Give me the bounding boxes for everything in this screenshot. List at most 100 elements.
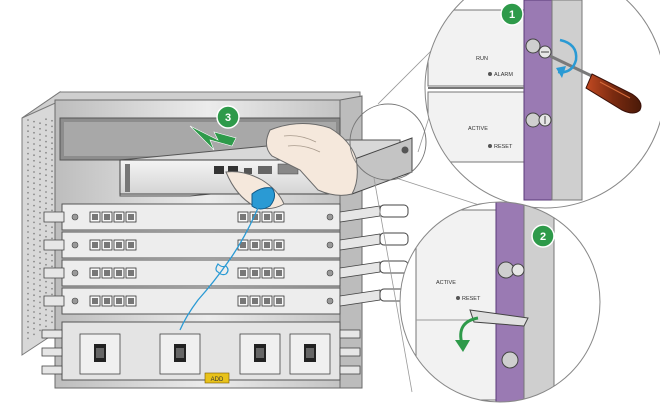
perforation-hole [33, 215, 35, 218]
perforation-hole [33, 327, 35, 330]
perforation-hole [27, 259, 29, 261]
psu-handle [41, 365, 63, 375]
perforation-hole [45, 230, 47, 233]
perforation-hole [39, 279, 41, 281]
detail1-reset-label: RESET [494, 144, 513, 150]
perforation-hole [33, 260, 35, 263]
perforation-hole [51, 175, 53, 178]
perforation-hole [27, 191, 29, 194]
perforation-hole [45, 263, 47, 266]
perforation-hole [33, 165, 35, 168]
perforation-hole [45, 118, 47, 121]
perforation-hole [39, 155, 41, 158]
esd-wrist-strap [179, 187, 276, 331]
perforation-hole [33, 199, 35, 201]
sfp-port-interior [264, 242, 270, 248]
card-handle-right [339, 205, 381, 223]
perforation-hole [39, 127, 41, 130]
esd-strap-band [251, 187, 276, 210]
perforation-hole [45, 157, 47, 160]
perforation-hole [45, 123, 47, 126]
sfp-port-interior [128, 270, 134, 276]
psu-tag-text: ADD [211, 377, 224, 383]
sfp-port-interior [104, 214, 110, 220]
sfp-port-interior [276, 242, 282, 248]
perforation-hole [51, 237, 53, 240]
sfp-port-interior [116, 270, 122, 276]
perforation-hole [27, 281, 29, 284]
perforation-hole [51, 125, 53, 128]
sfp-port-interior [264, 270, 270, 276]
perforation-hole [39, 178, 41, 181]
perforation-hole [51, 282, 53, 285]
detail2-reset-label: RESET [462, 296, 481, 302]
perforation-hole [39, 206, 41, 209]
sfp-port-interior [128, 214, 134, 220]
sfp-port-interior [92, 270, 98, 276]
perforation-hole [27, 253, 29, 256]
perforation-hole [27, 231, 29, 233]
perforation-hole [45, 191, 47, 193]
card-handle-left [43, 295, 65, 307]
perforation-hole [27, 331, 29, 334]
perforation-hole [33, 316, 35, 319]
perforation-hole [45, 319, 47, 322]
perforation-hole [39, 122, 41, 125]
sfp-port-interior [92, 242, 98, 248]
perforation-hole [39, 273, 41, 276]
perforation-hole [33, 283, 35, 285]
perforation-hole [45, 185, 47, 188]
perforation-hole [33, 277, 35, 280]
perforation-hole [45, 325, 47, 328]
perforation-hole [27, 130, 29, 133]
perforation-hole [51, 198, 53, 201]
perforation-hole [45, 308, 47, 311]
psu-inlet-pins [256, 348, 264, 358]
perforation-hole [45, 135, 47, 137]
perforation-hole [33, 294, 35, 297]
sfp-port-interior [116, 214, 122, 220]
perforation-hole [51, 142, 53, 145]
sfp-port-interior [252, 298, 258, 304]
perforation-hole [39, 167, 41, 169]
perforation-hole [45, 280, 47, 283]
psu-tag [204, 372, 230, 384]
perforation-hole [27, 298, 29, 301]
perforation-hole [45, 291, 47, 294]
perforation-hole [45, 235, 47, 238]
perforation-hole [27, 147, 29, 149]
psu-inlet-pins [306, 348, 314, 358]
sfp-port-interior [240, 214, 246, 220]
perforation-hole [33, 232, 35, 235]
perforation-pattern [27, 118, 53, 340]
sfp-port-interior [252, 214, 258, 220]
perforation-hole [39, 161, 41, 164]
step-number: 1 [509, 9, 515, 21]
perforation-hole [45, 151, 47, 154]
perforation-hole [51, 153, 53, 156]
psu-module [289, 333, 331, 375]
perforation-hole [27, 197, 29, 200]
perforation-hole [51, 254, 53, 257]
sfp-port-interior [240, 242, 246, 248]
psu-inlet-pins [96, 348, 104, 358]
sfp-port-interior [116, 242, 122, 248]
psu-handle [41, 347, 63, 357]
sfp-port-interior [104, 270, 110, 276]
card-handle-left [43, 239, 65, 251]
perforation-hole [27, 152, 29, 155]
perforation-hole [51, 259, 53, 262]
perforation-hole [51, 209, 53, 212]
perforation-hole [51, 119, 53, 122]
step-badge-1: 1 [500, 2, 524, 26]
perforation-hole [39, 251, 41, 253]
perforation-hole [45, 224, 47, 227]
perforation-hole [51, 226, 53, 229]
esd-coil [215, 263, 229, 276]
perforation-hole [39, 267, 41, 270]
perforation-hole [45, 252, 47, 255]
card-handle-right [339, 233, 381, 251]
perforation-hole [27, 141, 29, 144]
detail1-upper-label: RUN [476, 56, 488, 62]
psu-handle [339, 347, 361, 357]
